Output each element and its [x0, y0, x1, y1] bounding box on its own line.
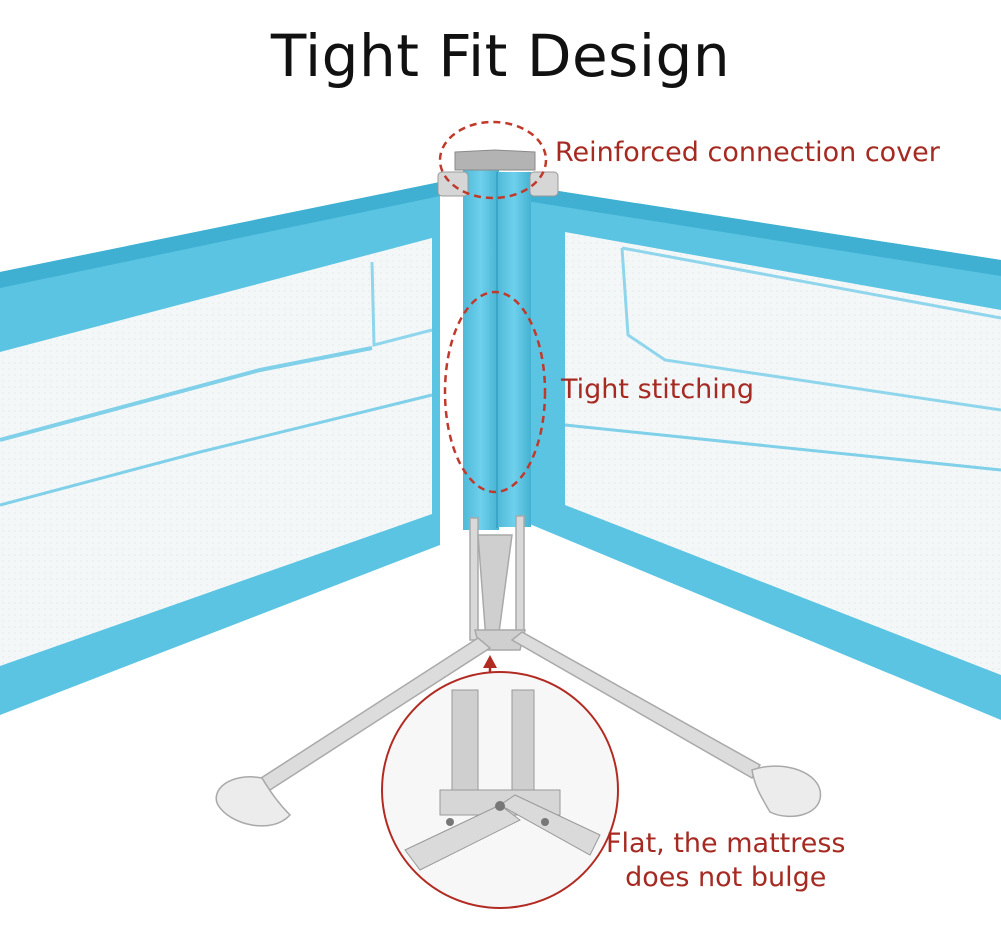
right-rail-panel	[520, 185, 1001, 720]
right-mesh-window	[565, 232, 1001, 675]
metal-frame	[215, 515, 822, 827]
left-mesh-window	[0, 238, 432, 666]
corner-posts	[463, 170, 531, 530]
callout-flat-line1: Flat, the mattress	[606, 828, 846, 859]
left-rail-panel	[0, 182, 440, 715]
highlight-cover-ring	[438, 120, 548, 200]
connection-cover	[437, 149, 559, 197]
highlight-stitching-ring	[443, 290, 547, 494]
detail-inset	[381, 671, 619, 909]
callout-flat-mattress: Flat, the mattress does not bulge	[606, 827, 846, 895]
callout-stitching: Tight stitching	[561, 374, 755, 405]
page-title: Tight Fit Design	[270, 22, 731, 90]
callout-connection-cover: Reinforced connection cover	[555, 137, 940, 168]
callout-flat-line2: does not bulge	[625, 861, 827, 893]
